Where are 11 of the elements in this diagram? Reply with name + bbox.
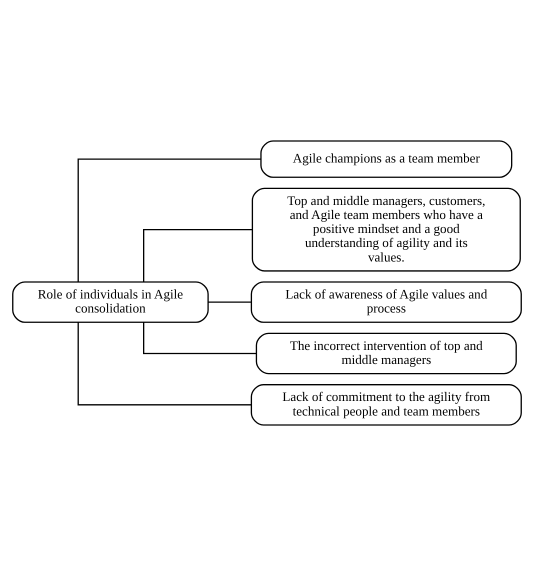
connector: [208, 301, 251, 303]
connector: [143, 228, 252, 282]
connector: [143, 322, 256, 354]
node-box: Top and middle managers, customers, and Agile team members who have a positive mindset and a good understanding of agility and its values.: [252, 188, 521, 272]
connector: [78, 322, 252, 406]
connector: [78, 158, 261, 282]
node-box: The incorrect intervention of top and middle managers: [256, 332, 517, 374]
node-box: Role of individuals in Agile consolidation: [12, 281, 209, 323]
node-box: Lack of awareness of Agile values and process: [250, 281, 522, 323]
node-box: Lack of commitment to the agility from technical people and team members: [250, 384, 522, 426]
node-box: Agile champions as a team member: [260, 140, 512, 178]
